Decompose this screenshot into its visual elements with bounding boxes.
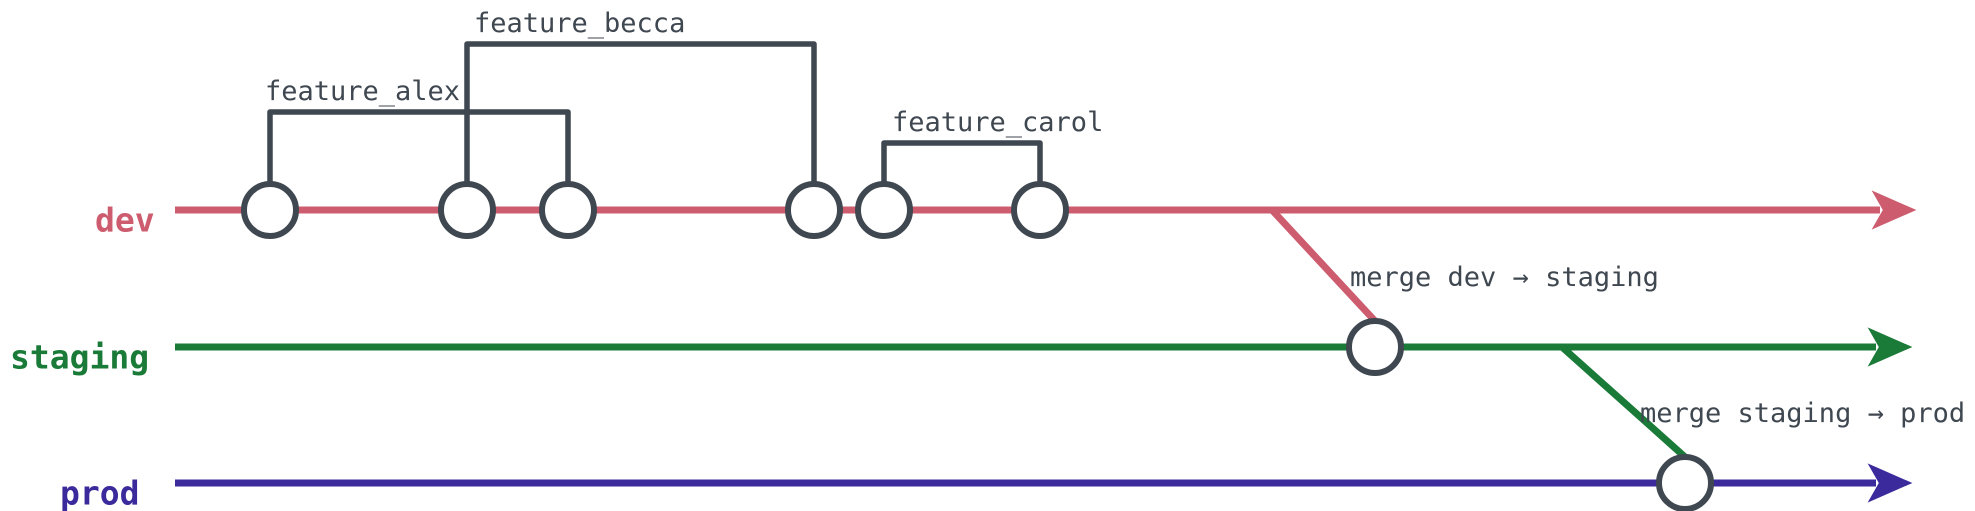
merge-label-merge-dev-staging: merge dev → staging xyxy=(1350,262,1659,293)
branch-lines-group xyxy=(175,190,1917,503)
merge-line-merge-staging-prod[interactable] xyxy=(1558,343,1689,461)
feature-label-feature_alex: feature_alex xyxy=(265,76,460,107)
merge-label-merge-staging-prod: merge staging → prod xyxy=(1640,398,1965,429)
commit-node-prod-merge[interactable] xyxy=(1656,454,1714,511)
feature-bracket-feature_becca[interactable] xyxy=(464,41,817,187)
branch-label-staging: staging xyxy=(10,338,149,377)
feature-brackets-group xyxy=(267,41,1043,187)
merge-line-merge-dev-staging[interactable] xyxy=(1268,206,1379,325)
feature-label-feature_becca: feature_becca xyxy=(474,8,685,39)
feature-bracket-feature_carol[interactable] xyxy=(881,140,1043,187)
branch-label-dev: dev xyxy=(95,201,155,240)
commit-node-dev-c4[interactable] xyxy=(785,181,843,239)
feature-label-feature_carol: feature_carol xyxy=(892,107,1103,138)
commit-node-dev-c1[interactable] xyxy=(241,181,299,239)
merge-labels-group: merge dev → staging merge staging → prod xyxy=(1350,262,1965,429)
branch-label-prod: prod xyxy=(60,474,139,511)
feature-bracket-feature_alex[interactable] xyxy=(267,109,571,187)
commit-node-dev-c6[interactable] xyxy=(1011,181,1069,239)
commit-nodes-group xyxy=(241,181,1714,511)
commit-node-staging-merge[interactable] xyxy=(1346,318,1404,376)
commit-node-dev-c3[interactable] xyxy=(539,181,597,239)
commit-node-dev-c5[interactable] xyxy=(855,181,913,239)
commit-node-dev-c2[interactable] xyxy=(438,181,496,239)
feature-labels-group: feature_alex feature_becca feature_carol xyxy=(265,8,1103,138)
branch-labels-group: dev staging prod xyxy=(10,201,155,511)
merge-lines-group xyxy=(1268,206,1689,461)
